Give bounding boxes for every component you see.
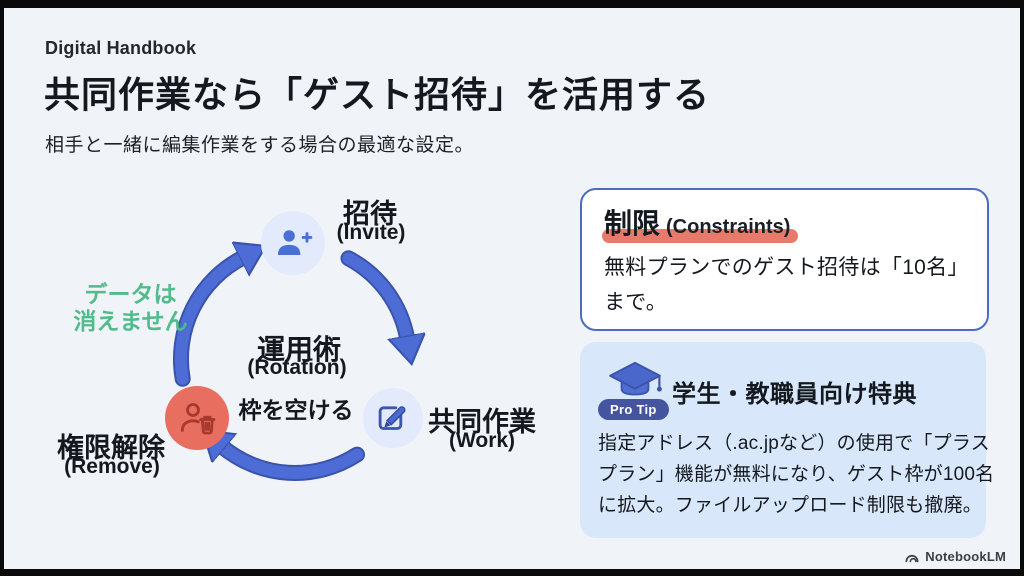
invite-node	[261, 211, 325, 275]
cycle-arrows	[173, 180, 540, 481]
arrow-work-to-remove	[222, 446, 365, 481]
page-subtitle: 相手と一緒に編集作業をする場合の最適な設定。	[45, 135, 475, 156]
data-retained-note-line2: 消えません	[73, 308, 188, 334]
constraints-card: 制限(Constraints) 無料プランでのゲスト招待は「10名」 まで。	[580, 188, 989, 331]
person-plus-icon	[277, 230, 313, 255]
protip-body: 指定アドレス（.ac.jpなど）の使用で「プラス プラン」機能が無料になり、ゲス…	[598, 428, 994, 521]
graduation-cap-icon	[609, 361, 662, 396]
arrow-remove-to-invite	[173, 257, 243, 387]
center-sublabel: (Rotation)	[247, 356, 347, 379]
protip-card: Pro Tip 学生・教職員向け特典 指定アドレス（.ac.jpなど）の使用で「…	[580, 342, 994, 538]
constraints-title: 制限	[604, 208, 661, 239]
frame-bar-right	[1020, 0, 1024, 576]
constraints-title-en: (Constraints)	[666, 216, 791, 238]
brand-name: NotebookLM	[925, 549, 1006, 564]
brand-footer: NotebookLM	[904, 549, 1006, 564]
frame-bar-bottom	[0, 569, 1024, 576]
cycle-diagram: 招待 (Invite) 共同作業 (Work)	[40, 180, 540, 550]
remove-label: 権限解除	[57, 433, 165, 463]
data-retained-note: データは 消えません	[68, 281, 193, 335]
arrow-invite-to-work	[340, 250, 408, 339]
constraints-body: 無料プランでのゲスト招待は「10名」 まで。	[604, 250, 969, 320]
protip-body-line3: に拡大。ファイルアップロード制限も撤廃。	[598, 495, 983, 516]
person-remove-icon	[180, 403, 216, 435]
invite-sublabel: (Invite)	[336, 221, 406, 244]
work-node	[363, 388, 423, 448]
eyebrow-label: Digital Handbook	[45, 38, 197, 58]
invite-label: 招待	[343, 199, 397, 229]
center-note: 枠を空ける	[238, 397, 354, 423]
protip-body-line2: プラン」機能が無料になり、ゲスト枠が100名	[598, 464, 995, 485]
page-title: 共同作業なら「ゲスト招待」を活用する	[44, 74, 711, 115]
protip-title: 学生・教職員向け特典	[672, 381, 917, 408]
data-retained-note-line1: データは	[84, 281, 177, 307]
constraints-card-heading: 制限(Constraints)	[604, 202, 790, 242]
remove-node	[165, 386, 229, 450]
edit-icon	[378, 406, 406, 430]
frame-bar-left	[0, 0, 4, 576]
work-sublabel: (Work)	[448, 429, 516, 452]
red-highlight-underline	[602, 229, 798, 243]
work-label: 共同作業	[428, 407, 536, 437]
protip-body-line1: 指定アドレス（.ac.jpなど）の使用で「プラス	[598, 433, 990, 454]
constraints-body-line2: まで。	[604, 291, 668, 314]
notebooklm-logo-icon	[905, 554, 919, 562]
slide-background: Digital Handbook 共同作業なら「ゲスト招待」を活用する 相手と一…	[4, 8, 1020, 569]
constraints-body-line1: 無料プランでのゲスト招待は「10名」	[604, 256, 969, 279]
center-label: 運用術	[256, 334, 342, 365]
pro-tip-badge: Pro Tip	[598, 399, 669, 420]
remove-sublabel: (Remove)	[64, 455, 160, 478]
frame-bar-top	[0, 0, 1024, 8]
